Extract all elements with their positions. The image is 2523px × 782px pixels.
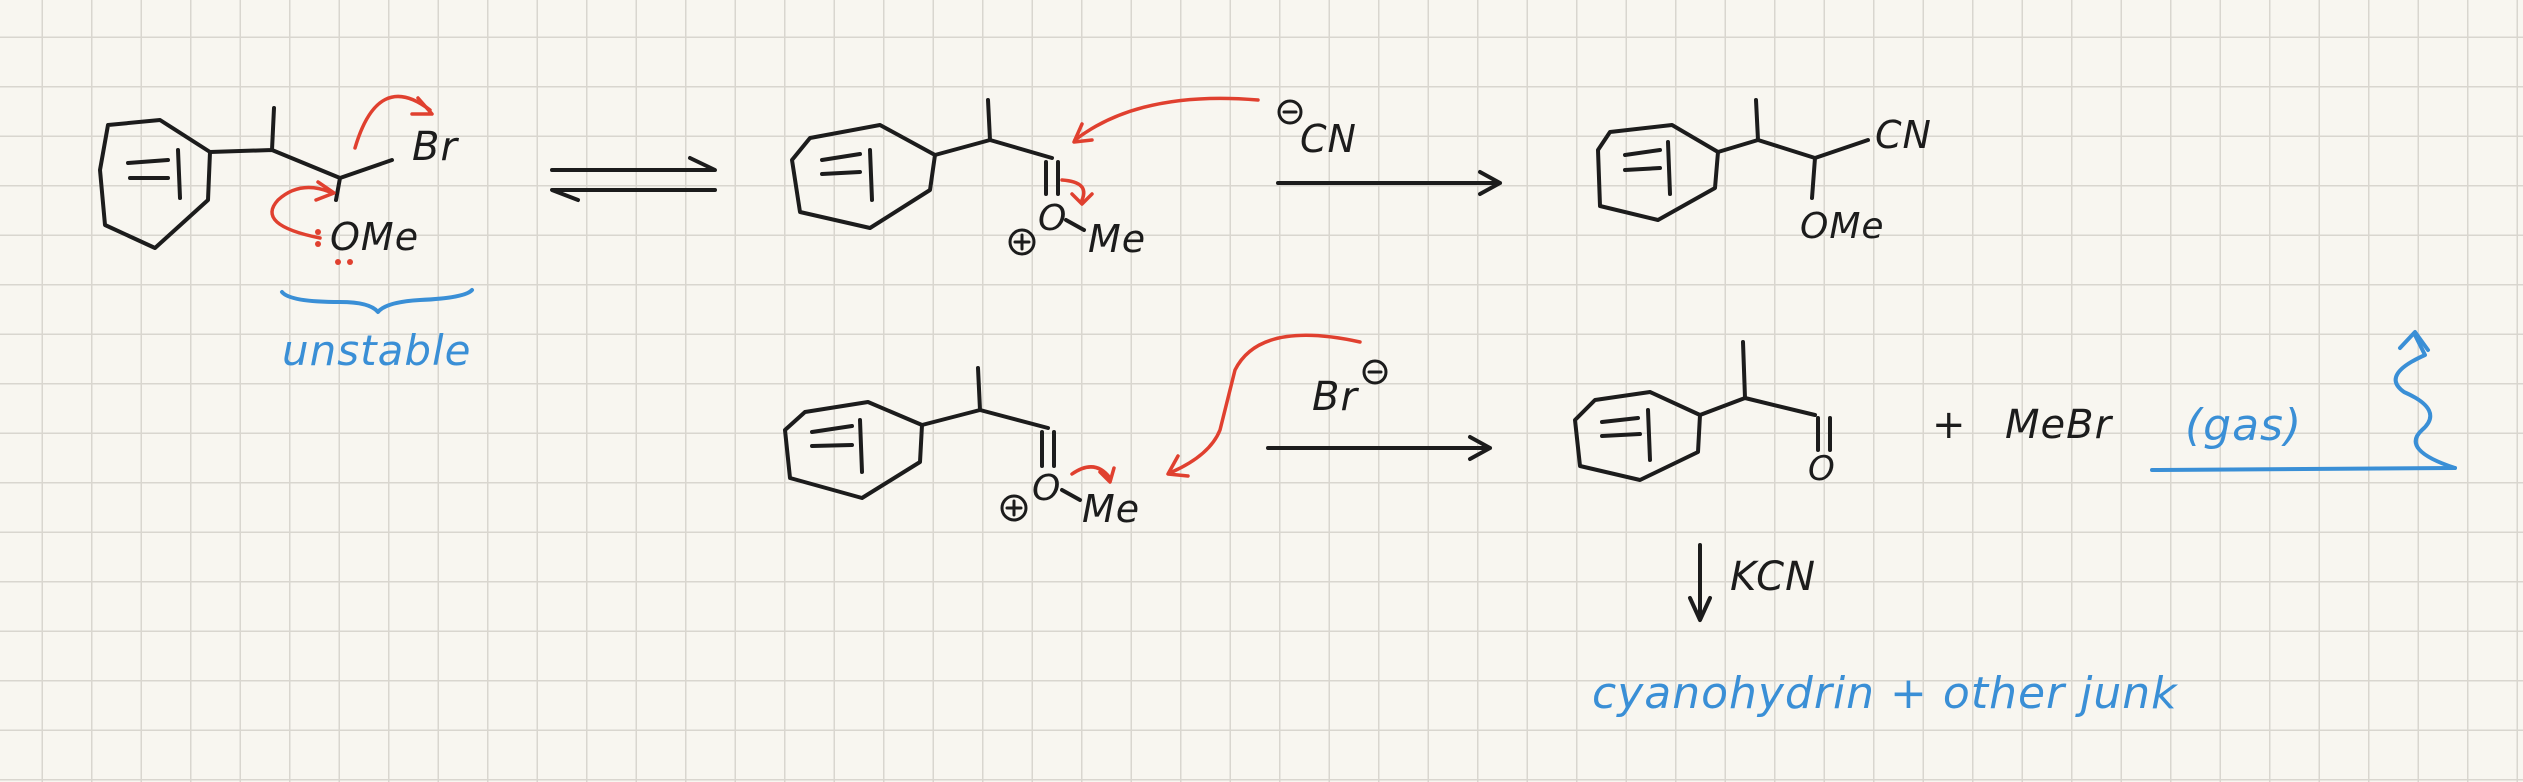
cyanide-label: CN (1300, 117, 1357, 161)
o-me-bond-2 (1064, 218, 1086, 232)
unstable-brace (280, 288, 474, 314)
carbonyl-double-bond-2 (1044, 160, 1060, 196)
molecule-4-oxocarbenium: O Me Br (783, 333, 1388, 531)
arrowhead-o-me-bond (1098, 466, 1116, 484)
unstable-annotation: unstable (282, 326, 472, 375)
arrowhead-br-attack (1166, 454, 1190, 478)
curved-arrow-cn-attack (1073, 96, 1260, 142)
carbonyl-double-bond-4 (1040, 430, 1056, 468)
arrowhead-lone-pair (314, 180, 336, 202)
methoxy-label: OMe (330, 215, 419, 259)
methyl-label-4: Me (1082, 487, 1140, 531)
gas-underline (2150, 466, 2457, 472)
chain-bonds-1 (208, 106, 394, 202)
benzene-ring-1 (98, 118, 212, 250)
positive-sign-4 (1005, 499, 1023, 517)
curved-arrow-pi-bond (1060, 178, 1086, 202)
aromatic-bonds-4 (810, 418, 864, 474)
gas-escape-arrow (2393, 333, 2457, 470)
aromatic-bonds-1 (126, 148, 182, 200)
kcn-arrow (1688, 543, 1712, 622)
carbonyl-double-bond-5 (1816, 416, 1832, 452)
lone-pair-dot-1 (315, 229, 321, 235)
bromine-label: Br (412, 124, 459, 170)
equilibrium-arrow (550, 156, 717, 202)
arrowhead-to-br (410, 96, 434, 116)
bromide-label: Br (1312, 374, 1359, 420)
oxygen-label-2: O (1038, 198, 1067, 239)
curved-arrow-o-me-bond (1070, 465, 1112, 480)
molecule-2-oxocarbenium: O Me CN (790, 96, 1357, 261)
methyl-label-2: Me (1088, 217, 1146, 261)
benzene-ring-2 (790, 123, 937, 230)
arrowhead-pi-bond (1070, 192, 1094, 206)
curved-arrow-bond-to-br (353, 94, 432, 150)
benzene-ring-4 (783, 400, 924, 500)
negative-charge-cyanide (1277, 99, 1303, 125)
molecule-1-bromo-ether: Br OMe unstable (98, 94, 474, 375)
curved-arrow-lone-pair (270, 185, 332, 240)
gas-annotation: (gas) (2185, 400, 2302, 451)
oxygen-label-4: O (1032, 468, 1061, 509)
aromatic-bonds-2 (820, 148, 874, 202)
molecule-3-product: CN OMe (1596, 98, 1932, 247)
chain-bonds-4 (920, 366, 1050, 430)
benzene-ring-5 (1573, 390, 1702, 482)
lone-pair-dot-2 (315, 241, 321, 247)
arrowhead-cn-attack (1072, 122, 1094, 144)
reaction-arrow-2 (1266, 435, 1492, 461)
o-me-bond-4 (1060, 488, 1082, 502)
molecule-5-aldehyde: O (1573, 340, 1836, 489)
chain-bonds-3 (1716, 98, 1870, 200)
plus-sign: + (1932, 402, 1967, 448)
methyl-bromide-label: MeBr (2005, 402, 2114, 448)
chain-bonds-2 (933, 98, 1054, 160)
methoxy-label-product: OMe (1800, 206, 1885, 247)
aromatic-bonds-5 (1600, 408, 1652, 462)
negative-charge-bromide (1362, 359, 1388, 385)
carbonyl-oxygen-label: O (1808, 449, 1836, 489)
reaction-arrow-1 (1276, 170, 1502, 196)
positive-sign-2 (1013, 233, 1031, 251)
lone-pair-dot-3 (335, 259, 341, 265)
aromatic-bonds-3 (1623, 140, 1672, 196)
chain-bonds-5 (1698, 340, 1817, 417)
kcn-reagent-label: KCN (1730, 554, 1816, 600)
cyanohydrin-annotation: cyanohydrin + other junk (1592, 668, 2178, 719)
cyano-label: CN (1875, 113, 1932, 157)
benzene-ring-3 (1596, 123, 1720, 222)
curved-arrow-br-attack (1170, 333, 1362, 474)
lone-pair-dot-4 (347, 259, 353, 265)
positive-charge-2 (1008, 228, 1036, 256)
positive-charge-4 (1000, 494, 1028, 522)
gas-escape-arrowhead (2398, 330, 2430, 352)
